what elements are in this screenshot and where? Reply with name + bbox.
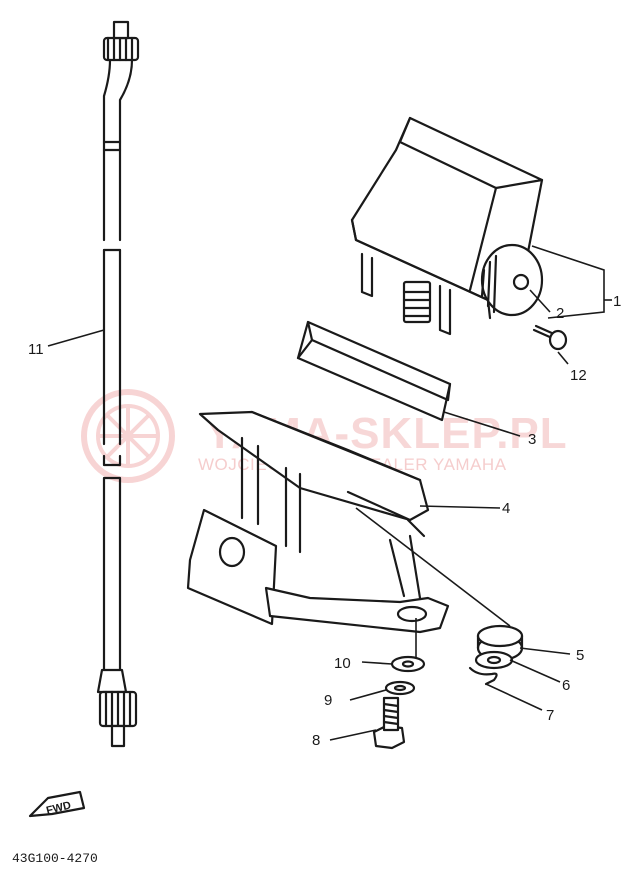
bolt [372,696,406,750]
callout-10: 10 [334,655,351,672]
callout-7: 7 [546,707,554,724]
grommet [476,624,524,662]
callout-2: 2 [556,305,564,322]
leader-lines [47,245,612,741]
speedometer-cable [96,20,140,748]
meter-cushion [296,320,452,422]
callout-1: 1 [613,293,621,310]
callout-11: 11 [28,341,44,358]
callout-5: 5 [576,647,584,664]
watermark-logo-icon [81,389,175,483]
spring-washer [384,680,416,696]
fwd-label: FWD [45,799,72,817]
fwd-arrow-icon: FWD [28,790,86,817]
callout-6: 6 [562,677,570,694]
meter-bracket [186,410,450,634]
callout-12: 12 [570,367,587,384]
screw [532,324,568,351]
callout-8: 8 [312,732,320,749]
callout-3: 3 [528,431,536,448]
speedometer-gauge [350,116,544,336]
callouts: 1 2 3 4 5 6 7 8 9 10 11 12 [28,293,621,749]
clip [468,666,498,686]
callout-9: 9 [324,692,332,709]
washer-6 [474,650,514,670]
diagram-code: 43G100-4270 [12,851,98,866]
callout-4: 4 [502,500,510,517]
washer-10 [390,655,426,673]
